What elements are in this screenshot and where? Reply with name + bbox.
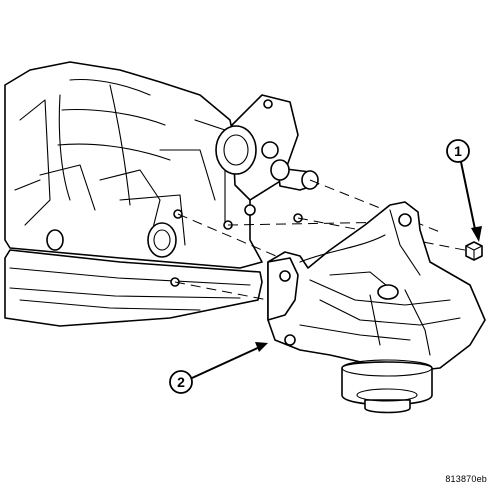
transmission-mount-bracket xyxy=(267,201,486,414)
transmission-case xyxy=(4,61,319,327)
callout-2: 2 xyxy=(169,342,268,394)
callout-1-number: 1 xyxy=(454,143,462,159)
callout-1: 1 xyxy=(446,139,482,242)
callout-2-circle xyxy=(169,370,193,394)
callout-2-number: 2 xyxy=(177,374,185,390)
callout-1-circle xyxy=(446,139,470,163)
mounting-bolt xyxy=(465,241,483,261)
figure-code: 813870eb xyxy=(445,474,487,484)
